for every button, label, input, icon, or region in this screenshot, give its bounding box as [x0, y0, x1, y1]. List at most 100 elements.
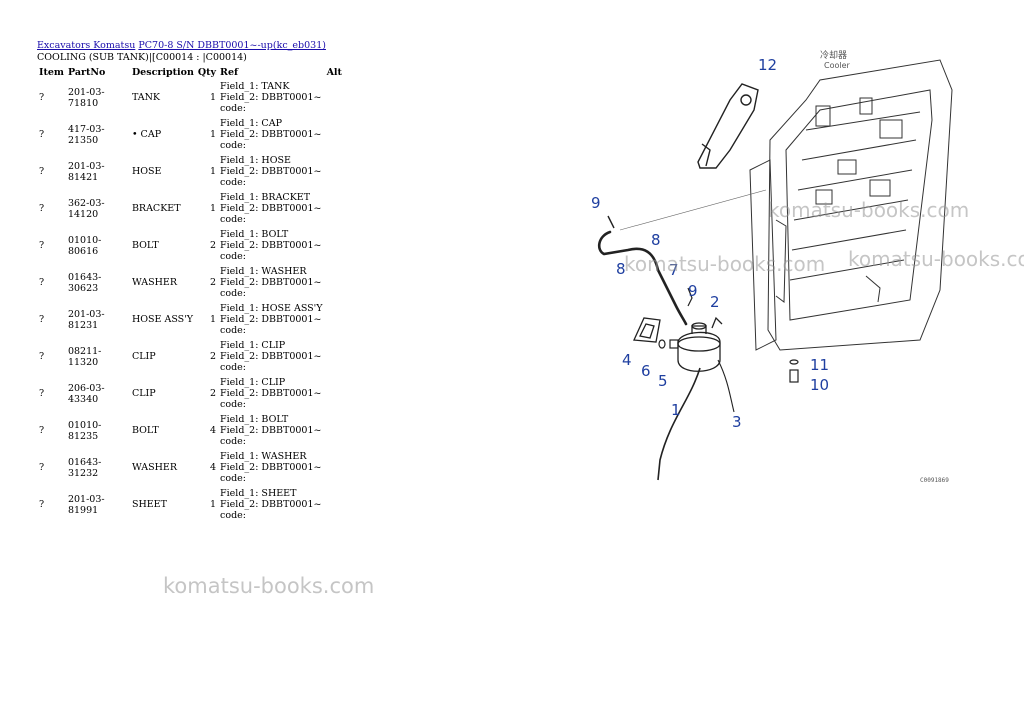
ref-field1: Field_1: BOLT [220, 413, 289, 425]
callout-11: 11 [810, 356, 829, 374]
cell-alt [325, 449, 349, 486]
cell-alt [325, 338, 349, 375]
header-partno: PartNo [67, 67, 106, 78]
ref-field1: Field_1: SHEET [220, 487, 297, 499]
ref-field1: Field_1: CLIP [220, 339, 286, 351]
cell-item: ? [39, 425, 45, 437]
ref-field1: Field_1: CAP [220, 117, 282, 129]
callout-5: 5 [658, 372, 668, 390]
cell-qty: 1 [210, 166, 217, 178]
hose-drawing [597, 230, 688, 326]
cell-description: HOSE [131, 166, 162, 178]
cooler-label-jp: 冷却器 [820, 49, 847, 61]
cell-item: ? [39, 462, 45, 474]
ref-code: code: [220, 399, 246, 411]
ref-code: code: [220, 325, 246, 337]
cell-qty: 1 [210, 203, 217, 215]
cell-alt [325, 486, 349, 523]
cell-qty: 1 [210, 129, 217, 141]
ref-code: code: [220, 251, 246, 263]
ref-field2: Field_2: DBBT0001~ [220, 425, 322, 437]
cell-description: CLIP [131, 351, 156, 363]
callout-7: 7 [669, 261, 679, 279]
watermark: komatsu-books.com [848, 247, 1024, 271]
cell-description: WASHER [131, 277, 177, 289]
callout-4: 4 [622, 351, 632, 369]
table-header-row: Item PartNo Description Qty Ref Alt [37, 66, 349, 79]
cell-alt [325, 264, 349, 301]
callout-9-upper: 9 [591, 194, 601, 212]
ref-field1: Field_1: CLIP [220, 376, 286, 388]
cell-alt [325, 301, 349, 338]
cell-partno: 01010-81235 [67, 419, 102, 442]
header-alt: Alt [326, 67, 342, 78]
header-ref: Ref [220, 67, 239, 78]
cell-description: BOLT [131, 425, 159, 437]
ref-field1: Field_1: HOSE [220, 154, 291, 166]
mounting-bolt-drawing [789, 359, 799, 383]
cell-item: ? [39, 351, 45, 363]
cell-partno: 417-03-21350 [67, 123, 105, 146]
parts-diagram: 冷却器 Cooler C0091869 12 9 8 8 7 9 2 4 6 5… [591, 49, 953, 484]
cooler-label-en: Cooler [824, 61, 851, 70]
ref-code: code: [220, 510, 246, 522]
ref-field1: Field_1: WASHER [220, 265, 307, 277]
cell-item: ? [39, 277, 45, 289]
ref-field2: Field_2: DBBT0001~ [220, 277, 322, 289]
ref-field2: Field_2: DBBT0001~ [220, 462, 322, 474]
bracket-drawing [697, 83, 759, 169]
ref-code: code: [220, 473, 246, 485]
cell-qty: 4 [210, 425, 217, 437]
callout-8-lower: 8 [616, 260, 626, 278]
overflow-hose-drawing [657, 367, 701, 481]
tank-bracket-drawing [633, 317, 661, 343]
cell-partno: 01643-31232 [67, 456, 102, 479]
parts-table: Item PartNo Description Qty Ref Alt ?201… [37, 66, 349, 523]
cell-item: ? [39, 499, 45, 511]
cell-description: • CAP [131, 129, 162, 141]
callout-1: 1 [671, 401, 681, 419]
cell-item: ? [39, 388, 45, 400]
cell-item: ? [39, 314, 45, 326]
watermark: komatsu-books.com [163, 574, 375, 598]
ref-field2: Field_2: DBBT0001~ [220, 240, 322, 252]
cell-partno: 08211-11320 [67, 345, 102, 368]
ref-field2: Field_2: DBBT0001~ [220, 129, 322, 141]
breadcrumb-link-excavators[interactable]: Excavators Komatsu [37, 40, 136, 51]
ref-field2: Field_2: DBBT0001~ [220, 314, 322, 326]
ref-code: code: [220, 140, 246, 152]
cell-alt [325, 79, 349, 116]
cell-item: ? [39, 203, 45, 215]
cell-qty: 1 [210, 314, 217, 326]
ref-code: code: [220, 214, 246, 226]
cell-qty: 4 [210, 462, 217, 474]
page-title: COOLING (SUB TANK)|[C00014 : |C00014) [37, 52, 247, 63]
breadcrumb-link-model[interactable]: PC70-8 S/N DBBT0001~-up(kc_eb031) [138, 40, 326, 51]
callout-8-upper: 8 [651, 231, 661, 249]
cell-partno: 362-03-14120 [67, 197, 105, 220]
ref-field1: Field_1: BRACKET [220, 191, 311, 203]
callout-10: 10 [810, 376, 829, 394]
ref-field2: Field_2: DBBT0001~ [220, 166, 322, 178]
ref-field2: Field_2: DBBT0001~ [220, 388, 322, 400]
ref-field1: Field_1: BOLT [220, 228, 289, 240]
cell-item: ? [39, 129, 45, 141]
cell-partno: 201-03-81991 [67, 493, 105, 516]
tank-drawing [677, 316, 723, 372]
cell-description: BRACKET [131, 203, 181, 215]
